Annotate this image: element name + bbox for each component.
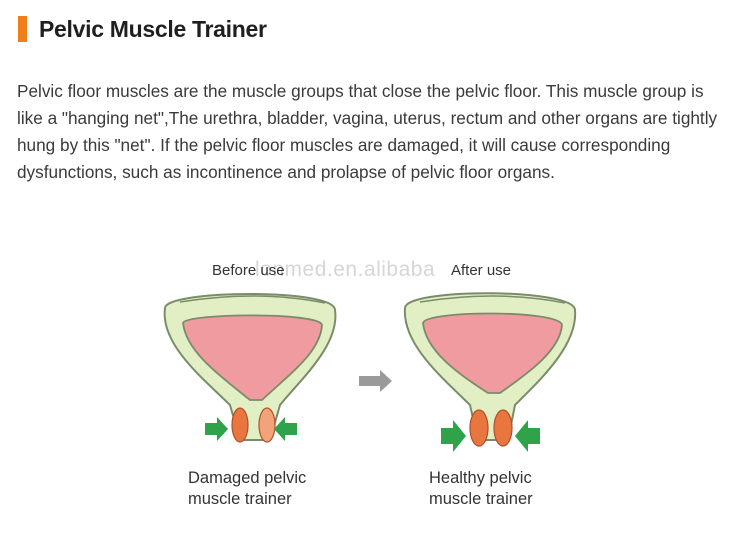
before-use-caption: Before use <box>212 262 285 279</box>
before-label-line2: muscle trainer <box>188 490 292 508</box>
before-left-arrow-icon <box>205 417 228 441</box>
before-pelvis-illustration <box>163 293 337 443</box>
watermark-text: lonmed.en.alibaba <box>255 258 436 281</box>
after-label: Healthy pelvic muscle trainer <box>429 468 533 510</box>
before-right-arrow-icon <box>274 417 297 441</box>
intro-paragraph: Pelvic floor muscles are the muscle grou… <box>17 81 718 182</box>
header-accent-bar <box>18 16 27 42</box>
section-header: Pelvic Muscle Trainer <box>18 15 267 43</box>
after-label-line2: muscle trainer <box>429 490 533 508</box>
before-label-line1: Damaged pelvic <box>188 469 307 487</box>
after-right-arrow-icon <box>515 420 540 452</box>
after-label-line1: Healthy pelvic <box>429 469 532 487</box>
page-title: Pelvic Muscle Trainer <box>39 15 267 42</box>
after-left-arrow-icon <box>441 420 466 452</box>
after-use-caption: After use <box>451 262 512 279</box>
after-pelvis-illustration <box>403 292 577 447</box>
before-label: Damaged pelvic muscle trainer <box>188 468 306 510</box>
transition-arrow-icon <box>359 370 392 392</box>
